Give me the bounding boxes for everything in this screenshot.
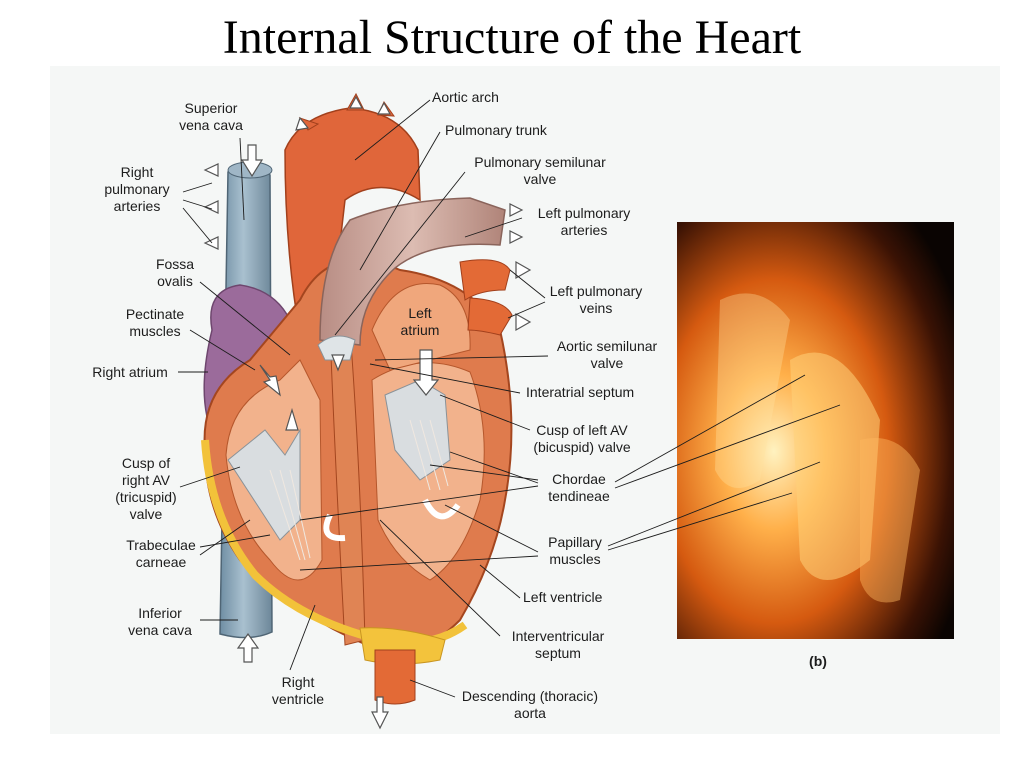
- label-fossa-ovalis: Fossa ovalis: [155, 256, 195, 289]
- label-inferior-vena-cava: Inferior vena cava: [128, 605, 192, 638]
- label-pulmonary-semilunar-valve: Pulmonary semilunar valve: [474, 154, 606, 187]
- leader-lines: [178, 99, 841, 698]
- label-cusp-right-av: Cusp of right AV (tricuspid) valve: [115, 455, 177, 522]
- pulmonary-trunk-shape: [319, 197, 506, 346]
- label-left-pulmonary-veins: Left pulmonary veins: [549, 283, 643, 316]
- label-left-atrium: Left atrium: [400, 305, 440, 338]
- label-interventricular-septum: Interventricular septum: [511, 628, 605, 661]
- chordae-strands: [269, 419, 449, 561]
- page-title: Internal Structure of the Heart: [222, 11, 802, 64]
- label-right-ventricle: Right ventricle: [271, 674, 325, 707]
- left-pulmonary-veins-shape: [459, 259, 513, 336]
- label-right-pulmonary-arteries: Right pulmonary arteries: [104, 164, 170, 214]
- label-descending-aorta: Descending (thoracic) aorta: [461, 688, 599, 721]
- label-cusp-left-av: Cusp of left AV (bicuspid) valve: [533, 422, 631, 455]
- label-aortic-arch: Aortic arch: [432, 89, 499, 105]
- label-trabeculae-carneae: Trabeculae carneae: [126, 537, 196, 570]
- descending-aorta-shape: [374, 649, 416, 705]
- label-left-pulmonary-arteries: Left pulmonary arteries: [537, 205, 631, 238]
- label-superior-vena-cava: Superior vena cava: [179, 100, 243, 133]
- label-interatrial-septum: Interatrial septum: [526, 384, 635, 400]
- label-aortic-semilunar-valve: Aortic semilunar valve: [556, 338, 658, 371]
- valve-cusps: [227, 335, 451, 541]
- label-left-ventricle: Left ventricle: [523, 589, 603, 605]
- label-chordae-tendineae: Chordae tendineae: [548, 471, 610, 504]
- flow-arrows: [203, 95, 532, 730]
- photo-panel-b: [677, 222, 954, 639]
- label-panel-b: (b): [809, 653, 827, 669]
- label-papillary-muscles: Papillary muscles: [548, 534, 602, 567]
- label-pulmonary-trunk: Pulmonary trunk: [445, 122, 547, 138]
- label-pectinate-muscles: Pectinate muscles: [125, 306, 185, 339]
- label-right-atrium: Right atrium: [92, 364, 168, 380]
